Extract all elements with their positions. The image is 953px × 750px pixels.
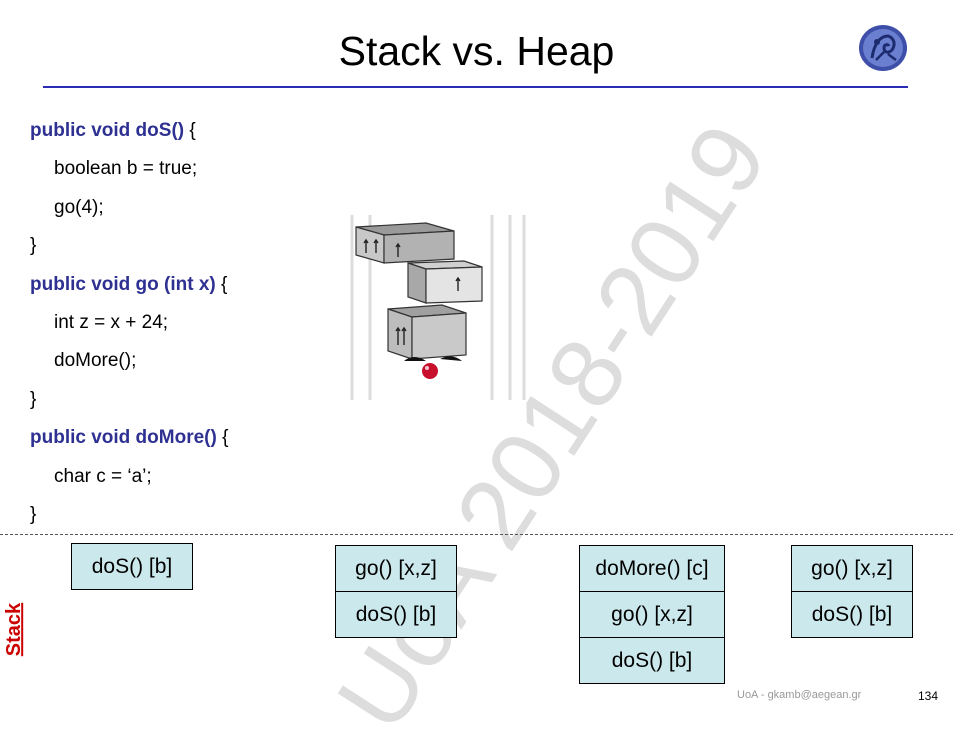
stack-snapshot-2: go() [x,z] doS() [b] [335,545,457,638]
stack-frame: doS() [b] [335,592,457,638]
stack-frame: go() [x,z] [791,545,913,592]
university-seal-icon [859,25,907,71]
stack-frame: go() [x,z] [579,592,725,638]
stack-label: Stack [3,602,26,657]
code-line: doMore(); [54,350,137,372]
code-line: } [30,503,37,525]
title-divider [43,86,908,88]
code-keyword: public void doMore() [30,427,217,449]
code-line: boolean b = true; [54,158,198,180]
code-line: public void doMore() { [30,427,229,449]
code-keyword: public void go (int x) [30,273,216,295]
code-line: go(4); [54,196,104,218]
stack-divider [0,534,953,535]
stacked-boxes-illustration [350,215,526,400]
footer-credit: UoA - gkamb@aegean.gr [737,689,862,701]
page-number: 134 [918,689,939,703]
code-line: } [30,235,37,257]
stack-frame: doMore() [c] [579,545,725,592]
code-line: int z = x + 24; [54,311,169,333]
code-keyword: public void doS() [30,120,185,141]
stack-frame: doS() [b] [71,543,193,590]
slide-title: Stack vs. Heap [338,28,615,74]
code-line: public void go (int x) { [30,273,228,295]
stack-snapshot-3: doMore() [c] go() [x,z] doS() [b] [579,545,725,684]
stack-snapshot-4: go() [x,z] doS() [b] [791,545,913,638]
stack-frame: doS() [b] [579,638,725,684]
stack-frame: doS() [b] [791,592,913,638]
code-line: char c = ‘a’; [54,465,152,487]
code-line: } [30,388,37,410]
code-block: public void doS() { boolean b = true; go… [30,116,228,538]
stack-frame: go() [x,z] [335,545,457,592]
stack-snapshot-1: doS() [b] [71,543,193,590]
code-line: public void doS() { [30,120,196,141]
